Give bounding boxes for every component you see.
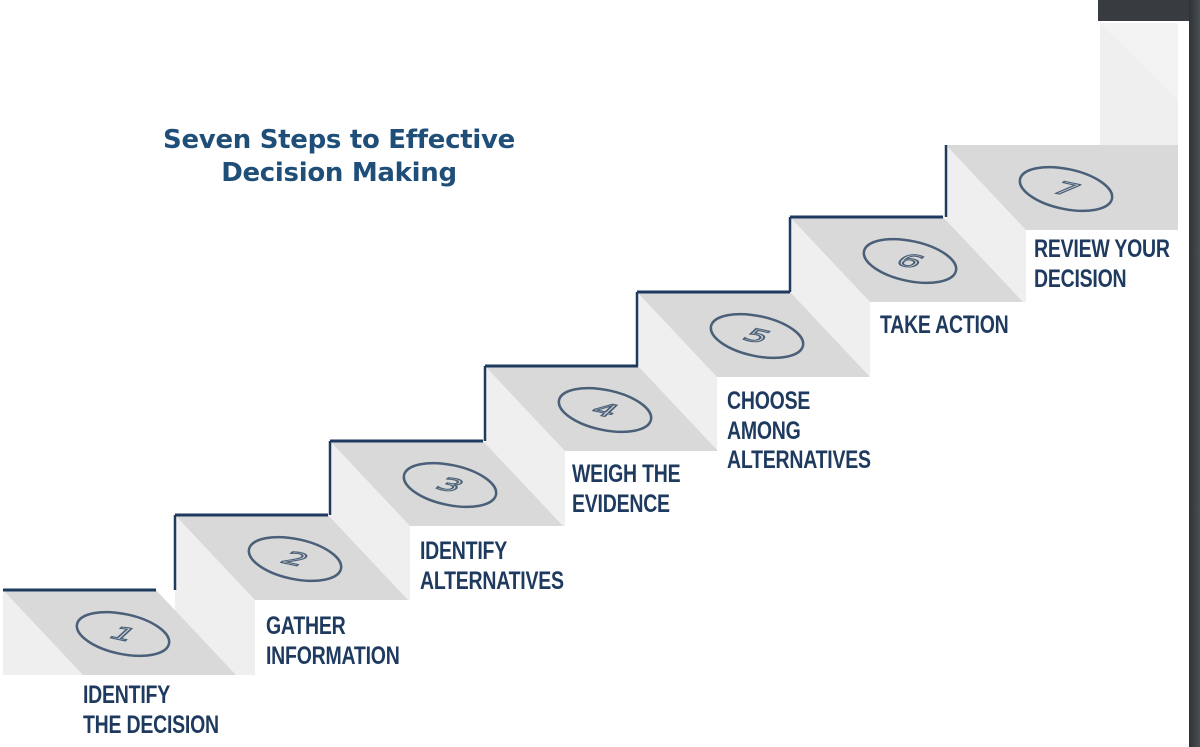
- step-label-line: DECISION: [1034, 264, 1127, 293]
- step-label-line: REVIEW YOUR: [1034, 235, 1170, 263]
- step-label-line: THE DECISION: [83, 710, 219, 739]
- step-label-line: CHOOSE: [727, 387, 811, 415]
- top-riser-shade: [1100, 23, 1178, 145]
- step-label-line: AMONG: [727, 416, 801, 445]
- top-riser-highlight: [1100, 23, 1178, 100]
- step-label-6: TAKE ACTION: [880, 311, 1009, 341]
- step-label-line: WEIGH THE: [572, 460, 681, 488]
- tread-5: [637, 292, 870, 377]
- step-label-line: IDENTIFY: [83, 681, 170, 709]
- step-number-oval-3: [402, 461, 498, 509]
- step-number-oval-5: [709, 312, 805, 360]
- tread-2: [175, 515, 408, 600]
- tread-6: [790, 217, 1023, 302]
- step-number-oval-1: [75, 610, 171, 658]
- step-label-line: ALTERNATIVES: [420, 566, 564, 595]
- step-number-oval-6: [862, 237, 958, 285]
- step-label-line: TAKE ACTION: [880, 311, 1009, 339]
- step-label-line: INFORMATION: [266, 641, 400, 670]
- frame-right-bar: [1189, 0, 1200, 747]
- step-number-oval-4: [557, 386, 653, 434]
- frame-top-bar: [1098, 0, 1200, 21]
- tread-1: [3, 590, 236, 675]
- title-line-2: Decision Making: [221, 158, 457, 188]
- tread-3: [330, 441, 563, 526]
- step-label-line: EVIDENCE: [572, 489, 670, 518]
- step-label-line: IDENTIFY: [420, 537, 507, 565]
- tread-4: [485, 366, 718, 451]
- title-line-1: Seven Steps to Effective: [163, 125, 515, 155]
- step-label-line: GATHER: [266, 612, 346, 640]
- diagram-title: Seven Steps to Effective Decision Making: [139, 124, 539, 190]
- step-label-line: ALTERNATIVES: [727, 446, 871, 474]
- step-number-oval-7: [1018, 165, 1114, 213]
- step-number-oval-2: [247, 535, 343, 583]
- tread-7: [946, 145, 1178, 230]
